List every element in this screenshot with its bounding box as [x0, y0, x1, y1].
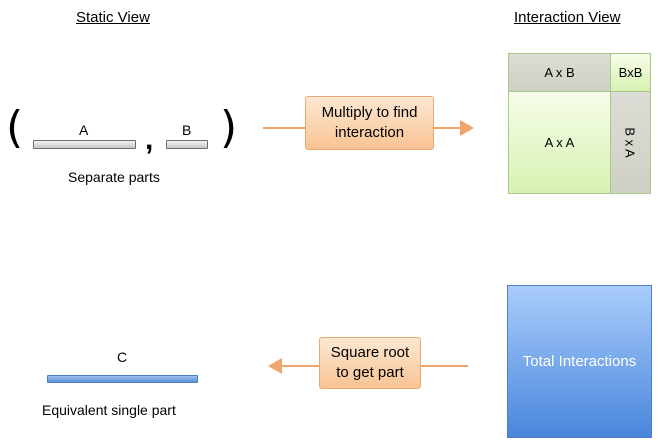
- part-c-label: C: [117, 349, 128, 365]
- part-a-label: A: [79, 122, 89, 138]
- square-root-callout-line1: Square root: [330, 344, 410, 361]
- close-parenthesis: ): [220, 102, 238, 153]
- cell-b-times-b: BxB: [610, 53, 651, 92]
- cell-b-times-a-label: B x A: [622, 127, 638, 158]
- part-b-bar: [166, 140, 208, 149]
- open-parenthesis: (: [6, 102, 24, 153]
- static-view-heading: Static View: [76, 9, 150, 26]
- separator-comma: ,: [145, 123, 154, 156]
- total-interactions-label: Total Interactions: [522, 353, 637, 370]
- separate-parts-caption: Separate parts: [68, 169, 160, 185]
- part-c-bar: [47, 375, 198, 383]
- square-root-callout-line2: to get part: [336, 364, 404, 381]
- cell-a-times-b: A x B: [508, 53, 611, 92]
- cell-a-times-a: A x A: [508, 91, 611, 194]
- total-interactions-box: Total Interactions: [507, 285, 652, 438]
- part-a-bar: [33, 140, 136, 149]
- multiply-callout: Multiply to find interaction: [305, 96, 434, 150]
- single-part-caption: Equivalent single part: [42, 402, 176, 418]
- cell-b-times-a: B x A: [610, 91, 651, 194]
- part-b-label: B: [182, 122, 192, 138]
- square-root-callout: Square root to get part: [319, 337, 421, 389]
- multiply-callout-line1: Multiply to find: [321, 104, 418, 121]
- multiply-callout-line2: interaction: [334, 124, 405, 141]
- interaction-view-heading: Interaction View: [514, 9, 621, 26]
